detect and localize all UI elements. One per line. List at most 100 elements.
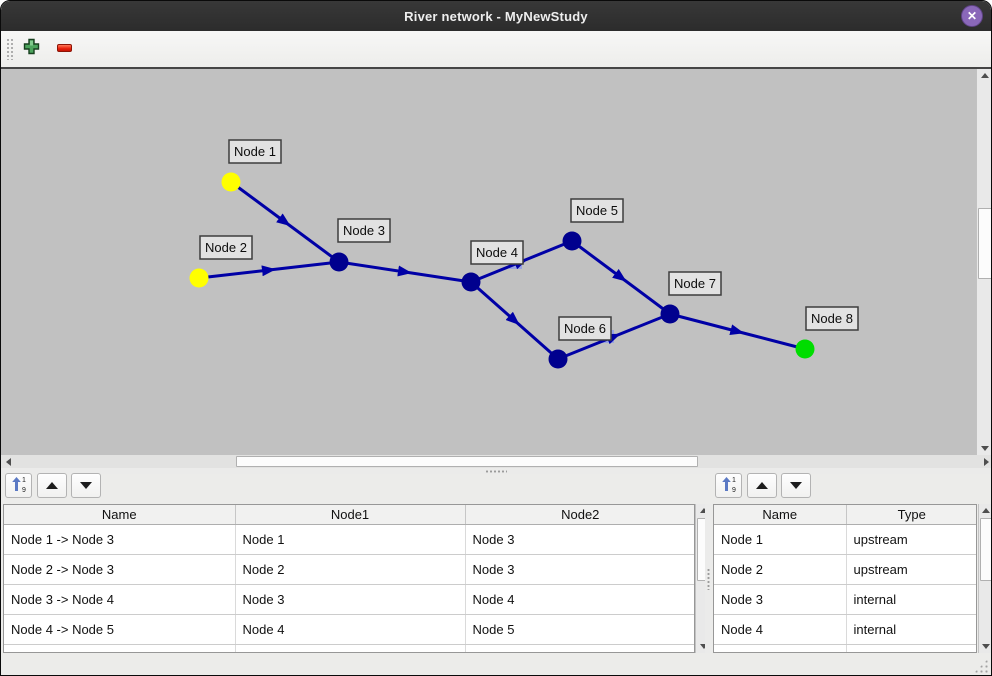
canvas-vertical-scrollbar[interactable] (976, 69, 991, 455)
nodes-sort-button[interactable]: 1 9 (715, 473, 742, 498)
network-edge[interactable] (230, 180, 340, 264)
edges-column-header[interactable]: Name (4, 505, 236, 525)
node-label-box (199, 235, 253, 260)
table-row[interactable] (714, 644, 976, 652)
titlebar[interactable]: River network - MyNewStudy ✕ (1, 1, 991, 31)
canvas-horizontal-scrollbar[interactable] (1, 455, 991, 468)
nodes-table-cell[interactable]: Node 1 (714, 524, 847, 555)
nodes-table-cell[interactable] (846, 644, 976, 652)
edges-table-cell[interactable] (235, 644, 466, 652)
edges-sort-button[interactable]: 1 9 (5, 473, 32, 498)
scroll-up-icon[interactable] (977, 69, 991, 82)
nodes-table-cell[interactable]: Node 3 (714, 584, 847, 615)
edges-table-cell[interactable]: Node 3 -> Node 4 (4, 584, 236, 615)
network-edge[interactable] (571, 239, 671, 316)
network-edge[interactable] (470, 280, 559, 361)
network-node[interactable] (189, 268, 209, 288)
network-node[interactable] (329, 252, 349, 272)
nodes-table-cell[interactable]: upstream (846, 524, 976, 555)
edges-table-cell[interactable] (465, 644, 694, 652)
edges-table-cell[interactable]: Node 1 (235, 524, 466, 555)
edges-table-cell[interactable]: Node 5 (465, 614, 694, 645)
edges-table-cell[interactable]: Node 4 (235, 614, 466, 645)
scroll-thumb[interactable] (236, 456, 698, 467)
scroll-down-icon[interactable] (696, 640, 711, 653)
edges-table-cell[interactable]: Node 1 -> Node 3 (4, 524, 236, 555)
nodes-table-cell[interactable]: internal (846, 584, 976, 615)
network-edge[interactable] (557, 312, 671, 361)
node-label[interactable]: Node 3 (337, 218, 391, 243)
nodes-table-cell[interactable]: upstream (846, 554, 976, 585)
nodes-table-cell[interactable]: internal (846, 614, 976, 645)
nodes-table-cell-header[interactable]: Name (714, 505, 847, 525)
network-edge[interactable] (198, 260, 340, 280)
vertical-splitter[interactable] (705, 504, 712, 653)
network-edge[interactable] (669, 312, 806, 351)
nodes-table-scrollbar[interactable] (978, 504, 991, 653)
horizontal-splitter[interactable] (1, 468, 991, 474)
edges-table-cell[interactable]: Node 3 (235, 584, 466, 615)
nodes-move-up-button[interactable] (747, 473, 777, 498)
edges-column-header[interactable]: Node1 (235, 505, 466, 525)
toolbar-drag-handle[interactable] (6, 38, 13, 60)
edges-column-header[interactable]: Node2 (465, 505, 694, 525)
edges-table-cell[interactable]: Node 3 (465, 524, 694, 555)
svg-text:1: 1 (732, 477, 736, 484)
network-node[interactable] (795, 339, 815, 359)
node-label[interactable]: Node 4 (470, 240, 524, 265)
edges-table-cell[interactable]: Node 4 -> Node 5 (4, 614, 236, 645)
nodes-table-cell[interactable] (714, 644, 847, 652)
nodes-table-cell[interactable]: Node 4 (714, 614, 847, 645)
node-label[interactable]: Node 5 (570, 198, 624, 223)
status-bar (1, 653, 991, 675)
table-row[interactable] (4, 644, 694, 652)
scroll-down-icon[interactable] (977, 442, 991, 455)
node-label[interactable]: Node 6 (558, 316, 612, 341)
scroll-right-icon[interactable] (979, 455, 991, 468)
node-label[interactable]: Node 8 (805, 306, 859, 331)
nodes-move-down-button[interactable] (781, 473, 811, 498)
network-node[interactable] (221, 172, 241, 192)
edges-table-cell[interactable]: Node 4 (465, 584, 694, 615)
scroll-up-icon[interactable] (979, 504, 991, 517)
node-label[interactable]: Node 1 (228, 139, 282, 164)
edges-table-cell[interactable] (4, 644, 236, 652)
node-label[interactable]: Node 2 (199, 235, 253, 260)
network-edge[interactable] (338, 260, 472, 284)
nodes-table-cell[interactable]: Node 2 (714, 554, 847, 585)
scroll-down-icon[interactable] (979, 640, 991, 653)
river-network-canvas[interactable]: Node 1 Node 2 Node 3 Node 4 Node 5 Node 6 Node… (1, 69, 976, 455)
scroll-thumb[interactable] (978, 208, 991, 279)
node-label-box (558, 316, 612, 341)
scroll-thumb[interactable] (980, 518, 991, 581)
network-node[interactable] (461, 272, 481, 292)
add-reach-button[interactable] (17, 34, 45, 62)
edges-move-down-button[interactable] (71, 473, 101, 498)
node-label[interactable]: Node 7 (668, 271, 722, 296)
resize-grip[interactable] (974, 659, 988, 673)
edges-table-cell[interactable]: Node 2 (235, 554, 466, 585)
edges-table-cell[interactable]: Node 3 (465, 554, 694, 585)
edges-table-cell[interactable]: Node 2 -> Node 3 (4, 554, 236, 585)
close-icon[interactable]: ✕ (961, 5, 983, 27)
network-node[interactable] (660, 304, 680, 324)
scroll-up-icon[interactable] (696, 504, 711, 517)
nodes-table-cell-header[interactable]: Type (846, 505, 976, 525)
network-node[interactable] (548, 349, 568, 369)
edges-move-up-button[interactable] (37, 473, 67, 498)
network-node[interactable] (562, 231, 582, 251)
remove-reach-button[interactable] (50, 34, 78, 62)
scroll-left-icon[interactable] (1, 455, 15, 468)
